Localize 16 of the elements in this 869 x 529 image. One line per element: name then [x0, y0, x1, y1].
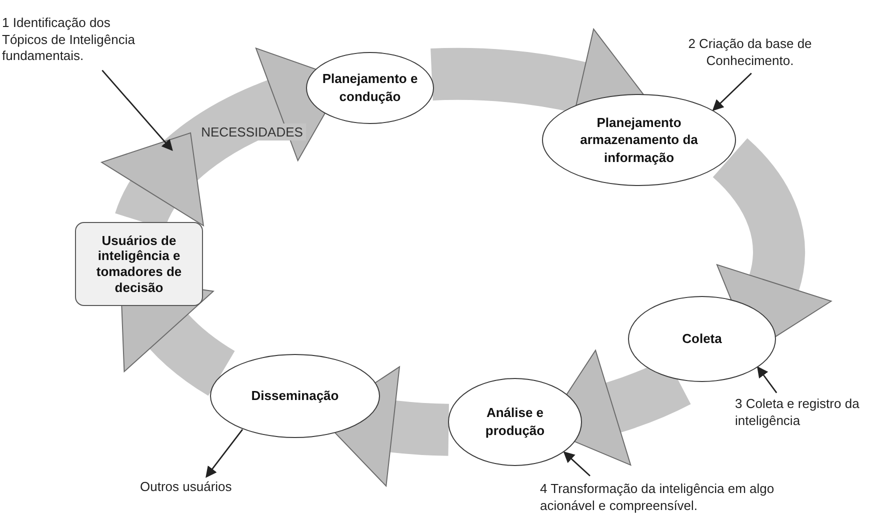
- pointer-arrow: [206, 428, 244, 478]
- annotation-text: 3 Coleta e registro da inteligência: [735, 393, 861, 433]
- pointer-arrow: [102, 70, 173, 152]
- process-ellipse: Análise e produção: [448, 378, 582, 466]
- annotation-text: Outros usuários: [140, 477, 270, 497]
- process-ellipse: Coleta: [628, 296, 776, 382]
- process-ellipse: Planejamento armazenamento da informação: [542, 94, 736, 186]
- pointer-arrow: [756, 366, 778, 394]
- process-ellipse: Planejamento e condução: [306, 52, 434, 124]
- pointer-arrow: [712, 72, 752, 111]
- annotation-text: 2 Criação da base de Conhecimento.: [665, 33, 835, 73]
- pointer-arrow: [563, 451, 590, 476]
- annotation-text: 4 Transformação da inteligência em algo acionável e compreensível.: [540, 476, 780, 520]
- process-ellipse: Disseminação: [210, 354, 380, 438]
- process-box: Usuários de inteligência e tomadores de decisão: [75, 222, 203, 306]
- annotation-text: 1 Identificação dos Tópicos de Inteligência fundamentais.: [2, 10, 154, 70]
